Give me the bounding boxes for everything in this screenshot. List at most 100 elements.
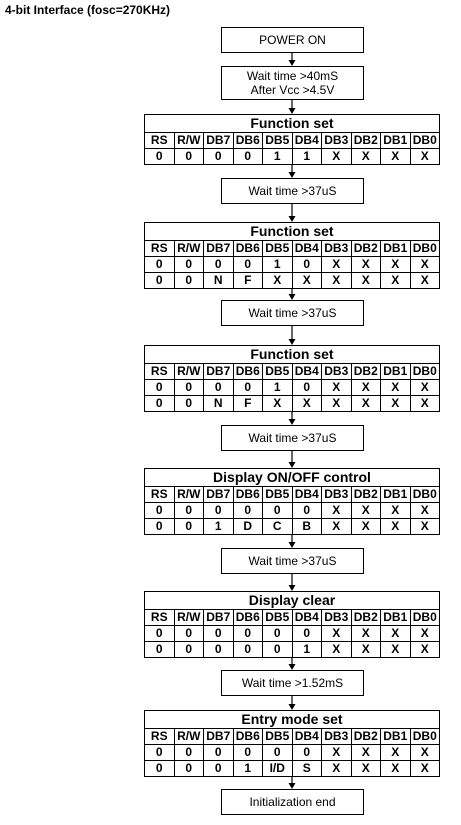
- column-header: DB0: [409, 240, 440, 257]
- bit-cell: X: [380, 625, 411, 642]
- bit-cell: 0: [232, 744, 263, 761]
- step-box-wait-3: Wait time >37uS: [221, 300, 364, 326]
- bit-cell: X: [409, 379, 440, 396]
- bit-cell: X: [380, 379, 411, 396]
- column-header: DB7: [203, 363, 234, 380]
- bit-cell: 1: [203, 518, 234, 535]
- column-header: DB6: [232, 240, 263, 257]
- column-header: RS: [144, 132, 175, 149]
- column-header: DB6: [232, 609, 263, 626]
- bit-cell: 0: [262, 502, 293, 519]
- step-text: Wait time >37uS: [248, 306, 337, 320]
- column-header: RS: [144, 728, 175, 745]
- column-header: RS: [144, 486, 175, 503]
- bit-cell: 0: [173, 625, 204, 642]
- bit-cell: 0: [232, 256, 263, 273]
- bit-cell: 1: [262, 148, 293, 165]
- bit-cell: 0: [144, 518, 175, 535]
- diagram-title: 4-bit Interface (fosc=270KHz): [5, 3, 171, 17]
- step-text: Wait time >1.52mS: [241, 676, 344, 690]
- bit-cell: X: [350, 395, 381, 412]
- bit-cell: 0: [203, 256, 234, 273]
- arrow-head: [288, 664, 296, 670]
- column-header: DB1: [380, 486, 411, 503]
- column-header: DB6: [232, 728, 263, 745]
- bit-cell: S: [291, 760, 322, 777]
- bit-cell: 0: [262, 744, 293, 761]
- column-header: R/W: [173, 486, 204, 503]
- column-header: DB4: [291, 132, 322, 149]
- bit-cell: X: [380, 272, 411, 289]
- column-header: DB1: [380, 609, 411, 626]
- bit-cell: 0: [144, 395, 175, 412]
- bit-cell: 0: [232, 379, 263, 396]
- arrow-head: [288, 60, 296, 66]
- instruction-name: Display clear: [144, 591, 440, 610]
- arrow-head: [288, 172, 296, 178]
- bit-cell: 0: [144, 272, 175, 289]
- column-header: RS: [144, 363, 175, 380]
- bit-cell: 0: [144, 641, 175, 658]
- bit-cell: 0: [291, 379, 322, 396]
- bit-cell: 1: [262, 379, 293, 396]
- bit-cell: X: [380, 760, 411, 777]
- bit-cell: X: [350, 760, 381, 777]
- column-header: R/W: [173, 132, 204, 149]
- bit-cell: X: [409, 625, 440, 642]
- arrow-head: [288, 294, 296, 300]
- step-box-wait-2: Wait time >37uS: [221, 178, 364, 204]
- column-header: DB4: [291, 728, 322, 745]
- bit-cell: X: [321, 272, 352, 289]
- bit-cell: X: [350, 518, 381, 535]
- column-header: DB7: [203, 609, 234, 626]
- column-header: DB6: [232, 363, 263, 380]
- bit-cell: 1: [262, 256, 293, 273]
- column-header: DB2: [350, 728, 381, 745]
- bit-cell: X: [409, 502, 440, 519]
- bit-cell: X: [350, 641, 381, 658]
- column-header: DB6: [232, 132, 263, 149]
- bit-cell: 0: [144, 256, 175, 273]
- bit-cell: 0: [203, 760, 234, 777]
- bit-cell: 0: [173, 641, 204, 658]
- bit-cell: X: [380, 256, 411, 273]
- bit-cell: X: [409, 395, 440, 412]
- column-header: DB5: [262, 240, 293, 257]
- bit-cell: 0: [173, 272, 204, 289]
- step-text: Wait time >37uS: [248, 431, 337, 445]
- arrow-head: [288, 216, 296, 222]
- bit-cell: 0: [144, 625, 175, 642]
- bit-cell: D: [232, 518, 263, 535]
- bit-cell: X: [409, 272, 440, 289]
- bit-cell: 0: [203, 625, 234, 642]
- bit-cell: 1: [291, 148, 322, 165]
- column-header: DB5: [262, 132, 293, 149]
- column-header: RS: [144, 240, 175, 257]
- bit-cell: 0: [144, 760, 175, 777]
- bit-cell: X: [409, 148, 440, 165]
- column-header: DB7: [203, 486, 234, 503]
- column-header: DB0: [409, 486, 440, 503]
- column-header: DB2: [350, 132, 381, 149]
- instruction-name: Display ON/OFF control: [144, 468, 440, 487]
- step-text: Wait time >37uS: [248, 554, 337, 568]
- bit-cell: X: [321, 625, 352, 642]
- bit-cell: 0: [203, 744, 234, 761]
- bit-cell: X: [291, 272, 322, 289]
- bit-cell: 0: [173, 502, 204, 519]
- bit-cell: 0: [173, 379, 204, 396]
- bit-cell: 0: [291, 744, 322, 761]
- column-header: DB0: [409, 609, 440, 626]
- step-text: After Vcc >4.5V: [250, 83, 335, 97]
- bit-cell: X: [350, 502, 381, 519]
- bit-cell: 0: [144, 502, 175, 519]
- column-header: DB3: [321, 728, 352, 745]
